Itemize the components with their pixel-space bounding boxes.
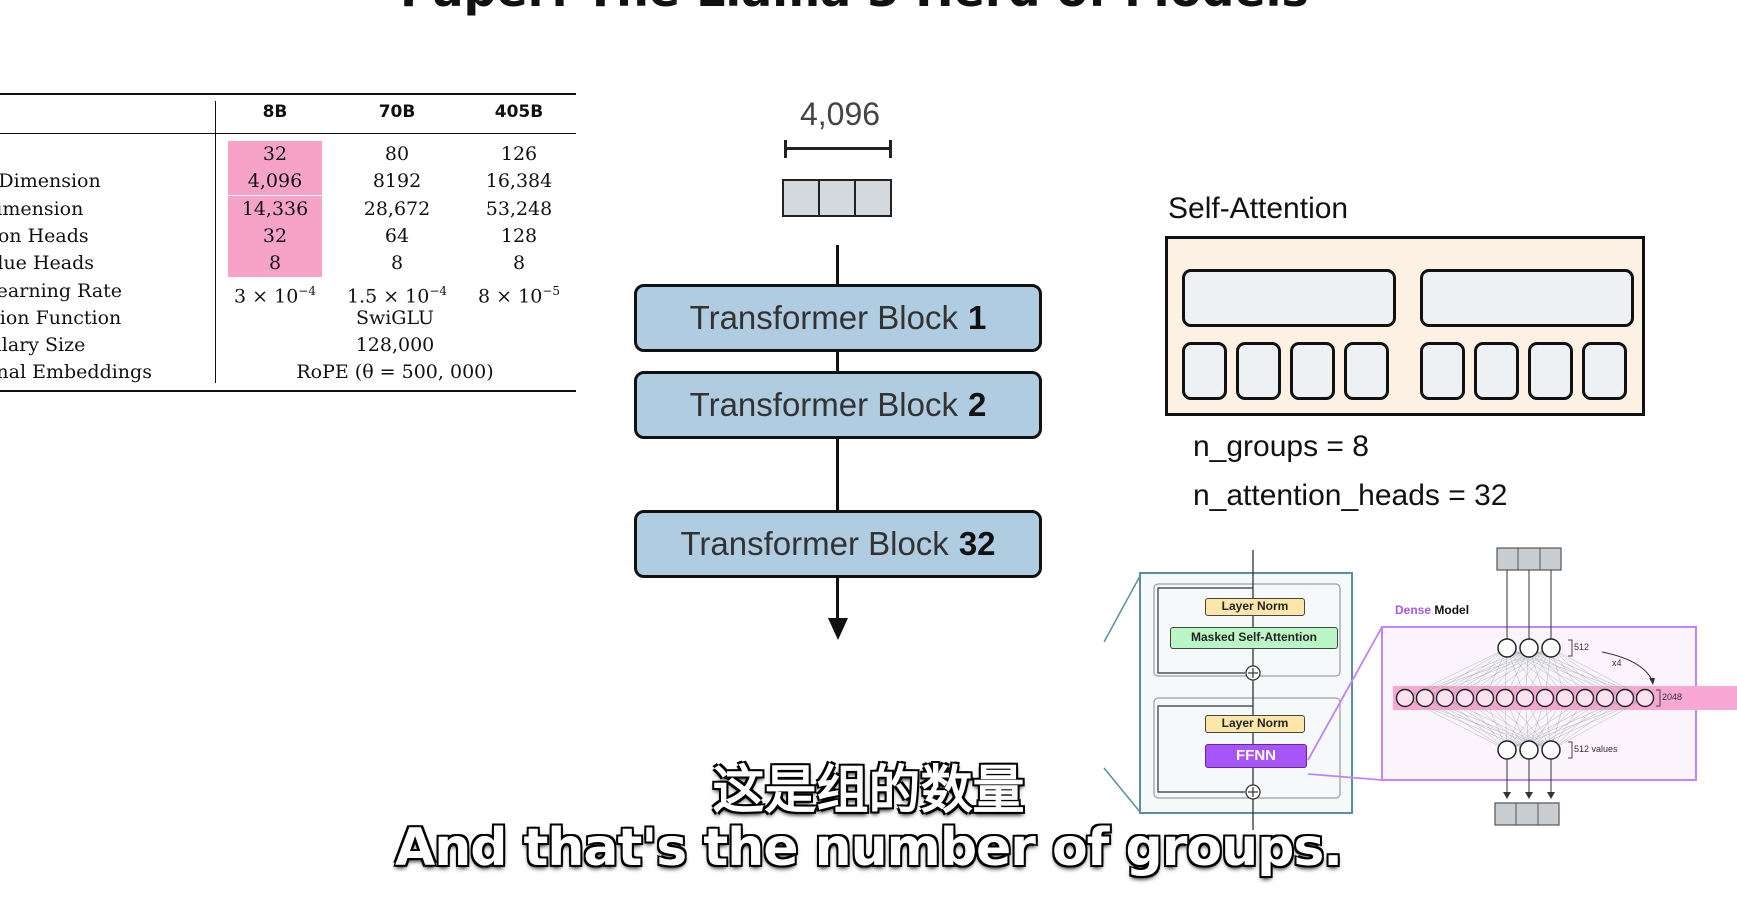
row-cell: 128 — [500, 224, 538, 247]
row-cell: 16,384 — [485, 170, 553, 193]
hidden-neuron — [1635, 688, 1655, 708]
subtitle-chinese: 这是组的数量 — [712, 761, 1025, 821]
self-attention-title: Self-Attention — [1168, 192, 1349, 225]
attention-head — [1420, 342, 1465, 400]
row-cell: 3 × 10−4 — [234, 283, 316, 307]
multiplier-label: x4 — [1612, 658, 1622, 668]
row-cell: 28,672 — [363, 197, 431, 220]
table-rule-top — [0, 93, 576, 95]
row-cell: 8192 — [372, 170, 422, 193]
hidden-neuron — [1495, 688, 1515, 708]
row-cell: 1.5 × 10−4 — [346, 283, 448, 307]
row-label: Attention Heads — [0, 224, 89, 247]
output-arrow-icon — [828, 618, 848, 640]
stack-connector — [836, 438, 839, 510]
kv-group — [1420, 269, 1634, 327]
row-cell: 53,248 — [485, 197, 553, 220]
table-row: Layers 32 80 126 — [0, 141, 576, 168]
hidden-neuron — [1455, 688, 1475, 708]
row-label: Activation Function — [0, 306, 122, 329]
attention-head — [1290, 342, 1335, 400]
hidden-neuron — [1595, 688, 1615, 708]
row-cell: 8 × 10−5 — [478, 283, 560, 307]
ffnn-block: FFNN — [1205, 744, 1307, 768]
dense-model-label: Dense Model — [1395, 603, 1470, 617]
row-span-value: RoPE (θ = 500, 000) — [296, 361, 494, 384]
hidden-neuron — [1475, 688, 1495, 708]
hidden-neuron — [1615, 688, 1635, 708]
input-dim-label: 512 — [1574, 642, 1590, 652]
row-label: Model Dimension — [0, 170, 101, 193]
token-vector — [782, 179, 892, 217]
stack-connector — [836, 245, 839, 285]
table-rule-mid — [0, 133, 576, 134]
row-label: FFN Dimension — [0, 197, 84, 220]
output-dim-label: 512 values — [1574, 744, 1618, 754]
kv-group — [1182, 269, 1396, 327]
hidden-neuron — [1535, 688, 1555, 708]
hidden-neuron — [1555, 688, 1575, 708]
dimension-label: 4,096 — [799, 96, 881, 132]
row-cell: 8 — [220, 250, 330, 278]
hidden-neuron — [1435, 688, 1455, 708]
row-label: Vocabulary Size — [0, 334, 86, 357]
row-label: Key/Value Heads — [0, 252, 95, 275]
hidden-neuron — [1415, 688, 1435, 708]
table-row: Vocabulary Size 128,000 — [0, 332, 576, 359]
row-cell: 32 — [220, 141, 330, 168]
row-cell: 8 — [512, 252, 526, 275]
subtitle-english: And that's the number of groups. — [394, 818, 1343, 878]
dimension-bracket — [784, 140, 892, 158]
layer-norm-2: Layer Norm — [1205, 715, 1305, 733]
hidden-neuron — [1515, 688, 1535, 708]
row-label: Positional Embeddings — [0, 361, 152, 384]
table-row: FFN Dimension 14,336 28,672 53,248 — [0, 195, 576, 223]
header-405b: 405B — [494, 102, 544, 122]
n-groups-formula: n_groups = 8 — [1193, 430, 1369, 463]
table-row: Activation Function SwiGLU — [0, 305, 576, 332]
table-row: Peak Learning Rate 3 × 10−4 1.5 × 10−4 8 × … — [0, 278, 576, 307]
row-cell: 4,096 — [220, 168, 330, 196]
row-span-value: SwiGLU — [355, 306, 435, 329]
attention-head — [1582, 342, 1627, 400]
attention-head — [1182, 342, 1227, 400]
row-label: Layers — [0, 141, 212, 168]
masked-self-attention: Masked Self-Attention — [1170, 627, 1338, 649]
stack-connector — [836, 352, 839, 372]
stack-connector — [836, 578, 839, 622]
row-span-value: 128,000 — [355, 334, 435, 357]
table-row: Key/Value Heads 8 8 8 — [0, 250, 576, 278]
row-cell: 14,336 — [220, 195, 330, 223]
table-divider — [215, 101, 216, 383]
hidden-dim-label: 2048 — [1662, 692, 1683, 702]
attention-head — [1474, 342, 1519, 400]
row-label: Peak Learning Rate — [0, 279, 123, 302]
layer-norm-1: Layer Norm — [1205, 598, 1305, 616]
self-attention-box — [1165, 236, 1645, 416]
hidden-neuron — [1575, 688, 1595, 708]
attention-head — [1236, 342, 1281, 400]
ffn-inset-diagram: Layer Norm Masked Self-Attention Layer N… — [1102, 540, 1737, 840]
row-cell: 64 — [384, 224, 410, 247]
header-70b: 70B — [378, 102, 416, 122]
attention-head — [1528, 342, 1573, 400]
slide-title: Paper: The Llama 3 Herd of Models — [400, 0, 1309, 13]
table-rule-bottom — [0, 390, 576, 392]
attention-head — [1344, 342, 1389, 400]
n-heads-formula: n_attention_heads = 32 — [1193, 479, 1508, 512]
table-row: Attention Heads 32 64 128 — [0, 222, 576, 250]
table-row: Model Dimension 4,096 8192 16,384 — [0, 168, 576, 196]
row-cell: 126 — [500, 143, 538, 165]
row-cell: 80 — [384, 143, 410, 165]
header-8b: 8B — [262, 102, 288, 122]
hidden-neuron — [1395, 688, 1415, 708]
row-cell: 32 — [220, 222, 330, 250]
table-row: Positional Embeddings RoPE (θ = 500, 000) — [0, 359, 576, 386]
row-cell: 8 — [390, 252, 404, 275]
